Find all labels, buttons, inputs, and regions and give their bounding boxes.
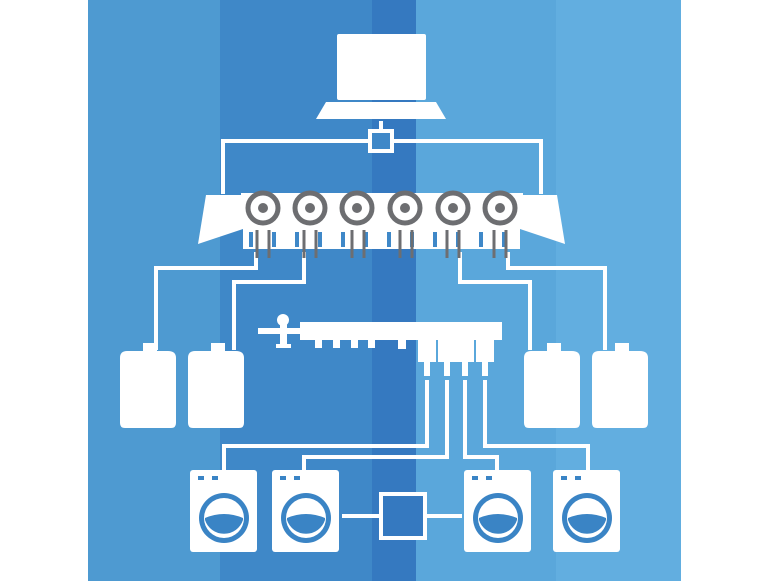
chemical-jerrycan-icon [524,343,580,428]
pump-rotor [482,190,518,226]
chemical-jerrycan-icon [120,343,176,428]
washing-machine-icon [190,470,257,552]
dosing-manifold-icon [258,314,502,376]
manifold-valve [476,340,494,376]
pump-rotor [435,190,471,226]
pump-rotor [387,190,423,226]
manifold-valve [438,340,456,376]
laptop-icon [316,34,446,119]
network-node-icon [368,129,394,153]
washing-machine-icon [272,470,339,552]
pump-outlet-pipes [255,230,508,258]
connection-lines [154,121,607,518]
manifold-valve [418,340,436,376]
pump-rotor [245,190,281,226]
chemical-jerrycan-icon [188,343,244,428]
chemical-jerrycan-icon [592,343,648,428]
pump-rotor [339,190,375,226]
hub-box-icon [379,492,427,540]
manifold-valve [456,340,474,376]
washing-machine-icon [553,470,620,552]
peristaltic-pump-bank-icon [198,190,565,258]
washing-machine-icon [464,470,531,552]
pump-rotor [292,190,328,226]
